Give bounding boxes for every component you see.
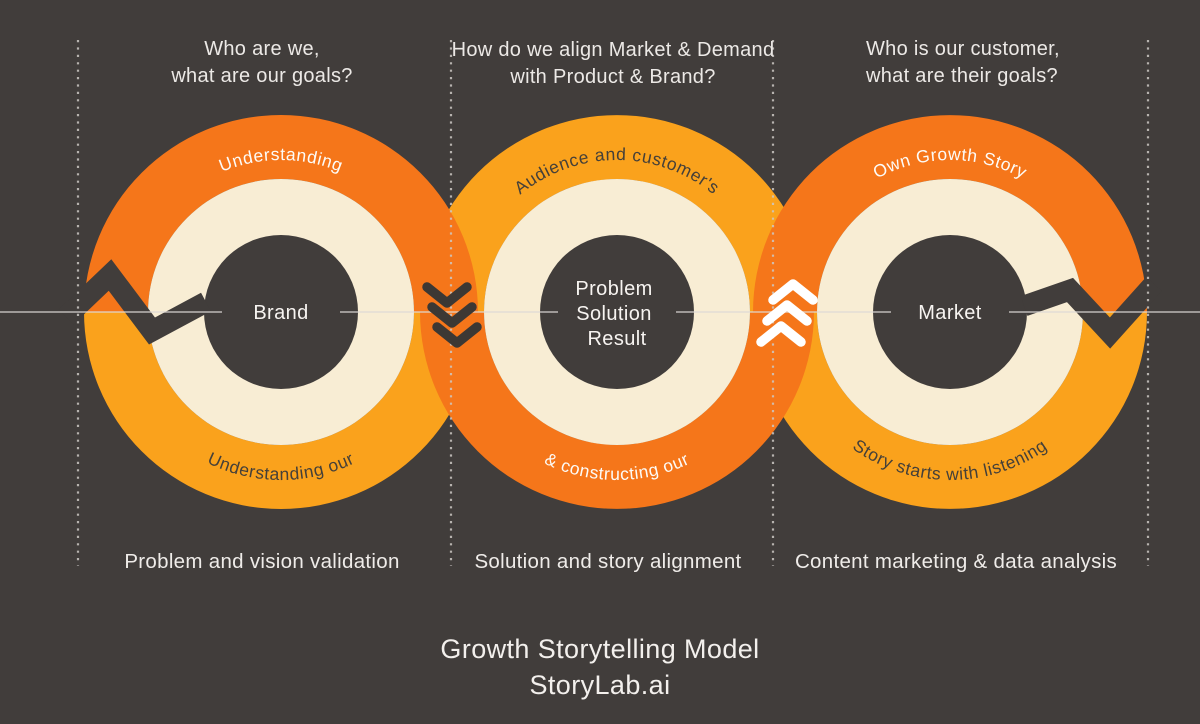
chevron-down-3-icon — [432, 322, 482, 348]
solution-center-line-1: Problem — [575, 278, 652, 300]
question-solution-line-1: How do we align Market & Demand — [452, 39, 775, 61]
ring-market-center-label: Market — [918, 302, 982, 324]
chevron-up-2-icon — [762, 300, 812, 326]
question-brand-line-1: Who are we, — [204, 38, 320, 60]
diagram-title-line-1: Growth Storytelling Model — [440, 634, 759, 664]
chevron-up-1-icon — [756, 321, 806, 347]
ring-market-bottom-band — [753, 312, 1147, 509]
diagram-title: Growth Storytelling Model StoryLab.ai — [440, 634, 759, 700]
phase-label-brand: Problem and vision validation — [124, 550, 399, 573]
ring-solution-center-label: Problem Solution Result — [575, 278, 658, 350]
chevron-up-3-icon — [768, 279, 818, 305]
line-mask-solution — [558, 303, 676, 321]
question-market-line-2: what are their goals? — [865, 65, 1058, 87]
ring-brand-center-label: Brand — [253, 302, 308, 324]
question-brand: Who are we, what are our goals? — [170, 38, 352, 87]
line-mask-market — [891, 303, 1009, 321]
chevrons-up-icon — [756, 279, 818, 347]
ring-brand-bottom-band — [84, 312, 478, 509]
ring-solution-bottom-band — [420, 312, 814, 509]
ring-market-top-band — [753, 115, 1147, 312]
chevrons-down-icon — [422, 282, 482, 348]
chevron-down-1-icon — [422, 282, 472, 308]
ring-brand-top-band — [84, 115, 478, 312]
phase-label-solution: Solution and story alignment — [474, 550, 741, 573]
solution-center-line-2: Solution — [576, 303, 651, 325]
phase-label-market: Content marketing & data analysis — [795, 550, 1117, 573]
question-market: Who is our customer, what are their goal… — [865, 38, 1060, 87]
question-brand-line-2: what are our goals? — [170, 65, 352, 87]
diagram-title-line-2: StoryLab.ai — [530, 670, 671, 700]
question-market-line-1: Who is our customer, — [866, 38, 1060, 60]
ring-solution-top-band — [420, 115, 814, 312]
ring-brand-notch-cut — [58, 259, 211, 345]
chevron-down-2-icon — [427, 302, 477, 328]
line-mask-brand — [222, 303, 340, 321]
solution-center-line-3: Result — [587, 328, 646, 350]
question-solution: How do we align Market & Demand with Pro… — [452, 39, 775, 88]
question-solution-line-2: with Product & Brand? — [509, 66, 715, 88]
